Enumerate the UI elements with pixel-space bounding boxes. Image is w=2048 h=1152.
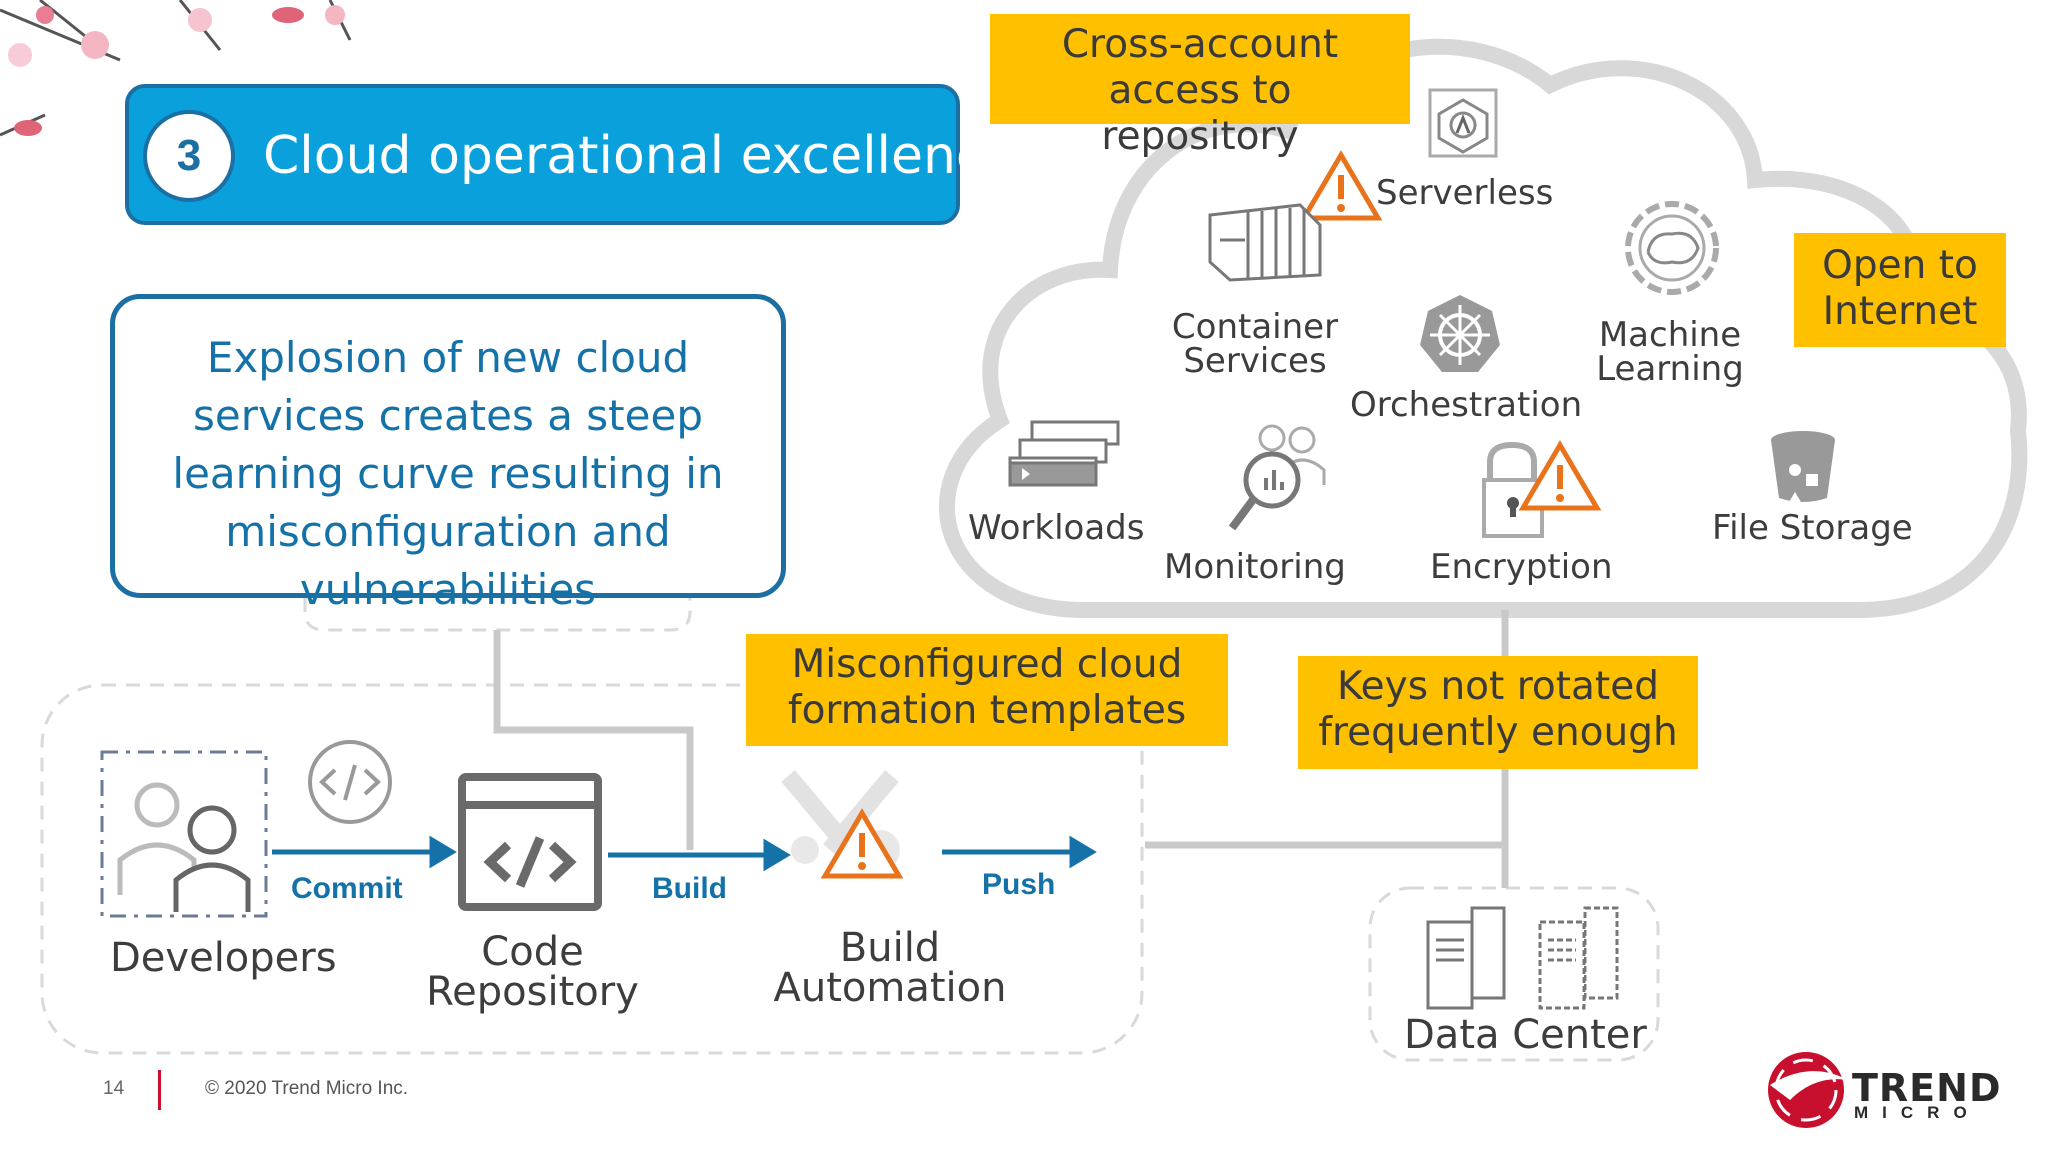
callout-keys-not-rotated: Keys not rotated frequently enough xyxy=(1298,656,1698,769)
orchestration-label: Orchestration xyxy=(1350,385,1583,425)
code-repository-icon xyxy=(458,773,602,911)
build-automation-label: Build Automation xyxy=(773,925,1007,1011)
build-label: Build xyxy=(652,872,727,905)
container-icon xyxy=(1208,203,1322,282)
commit-label: Commit xyxy=(291,872,403,905)
page-number: 14 xyxy=(103,1078,125,1099)
warning-icon-serverless xyxy=(1299,150,1383,221)
cloud-outline xyxy=(939,38,2028,618)
workloads-label: Workloads xyxy=(968,508,1145,548)
copyright-text: © 2020 Trend Micro Inc. xyxy=(205,1078,409,1099)
footer-divider xyxy=(158,1070,161,1110)
container-services-label: Container Services xyxy=(1171,307,1339,381)
cherry-blossom-decoration xyxy=(0,0,352,137)
callout-open-internet: Open to Internet xyxy=(1794,233,2006,347)
pipeline-region xyxy=(40,683,1144,1055)
code-bubble-icon xyxy=(308,740,392,824)
developers-label: Developers xyxy=(110,935,337,981)
callout-misconfigured: Misconfigured cloud formation templates xyxy=(746,634,1228,746)
serverless-label: Serverless xyxy=(1376,173,1554,213)
monitoring-icon xyxy=(1228,424,1326,531)
data-center-region xyxy=(1368,886,1660,1062)
workloads-icon xyxy=(1008,420,1120,487)
machine-learning-label: Machine Learning xyxy=(1596,315,1744,389)
file-storage-label: File Storage xyxy=(1712,508,1913,548)
machine-learning-icon xyxy=(1625,201,1719,295)
warning-icon-build xyxy=(820,808,904,879)
encryption-label: Encryption xyxy=(1430,547,1613,587)
lambda-icon xyxy=(1428,88,1498,158)
orchestration-icon xyxy=(1420,295,1500,372)
section-title-banner: 3 Cloud operational excellence xyxy=(125,84,1017,225)
warning-icon-encryption xyxy=(1518,440,1602,511)
developers-icon xyxy=(100,750,268,918)
code-repository-label: Code Repository xyxy=(426,929,639,1015)
bucket-icon xyxy=(1771,431,1835,502)
push-label: Push xyxy=(982,868,1056,901)
explosion-text-box: Explosion of new cloud services creates … xyxy=(110,294,786,614)
logo-text-trend: TREND xyxy=(1852,1066,2002,1110)
server-icon xyxy=(1426,906,1506,1010)
monitoring-label: Monitoring xyxy=(1164,547,1346,587)
section-number-badge: 3 xyxy=(143,110,235,202)
data-center-label: Data Center xyxy=(1404,1012,1647,1058)
pipeline-arrows xyxy=(272,835,1097,872)
logo-text-micro: MICRO xyxy=(1854,1103,1981,1122)
trend-micro-logo-mark xyxy=(1768,1052,1848,1128)
callout-cross-account: Cross-account access to repository xyxy=(990,14,1410,159)
section-title: Cloud operational excellence xyxy=(263,126,1017,186)
server-icon-2 xyxy=(1538,906,1619,1010)
